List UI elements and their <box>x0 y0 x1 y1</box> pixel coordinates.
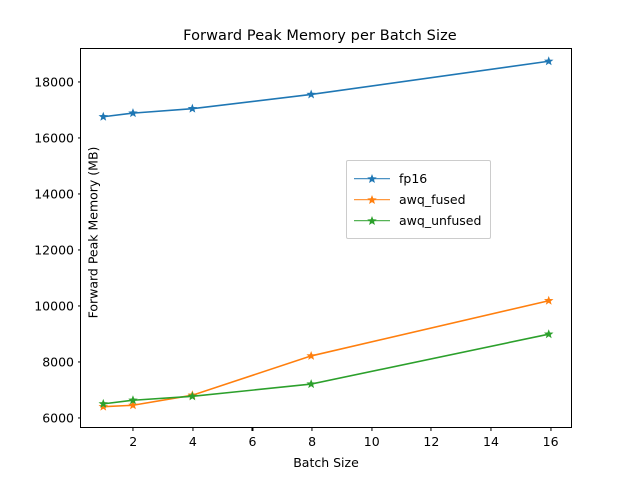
data-point-marker <box>543 295 554 305</box>
x-tick-label: 12 <box>423 434 440 449</box>
y-tick-label: 6000 <box>42 410 74 426</box>
data-point-marker <box>187 391 198 401</box>
y-tick-label: 12000 <box>34 242 74 258</box>
y-tick-mark <box>77 193 81 195</box>
x-tick-label: 2 <box>129 434 138 449</box>
legend-star-icon <box>367 215 377 225</box>
legend-item-fp16: fp16 <box>354 168 481 189</box>
legend-star-icon <box>367 173 377 183</box>
x-tick-mark <box>311 427 313 431</box>
series-lines <box>98 56 554 411</box>
data-point-marker <box>128 395 138 405</box>
data-point-marker <box>543 56 554 66</box>
x-tick-label: 14 <box>483 434 499 449</box>
data-point-marker <box>543 329 554 339</box>
x-tick-mark <box>192 427 194 431</box>
y-tick-mark <box>77 137 81 139</box>
x-tick-mark <box>132 427 134 431</box>
x-axis-label: Batch Size <box>293 455 359 470</box>
x-tick-label: 6 <box>248 434 257 449</box>
data-point-marker <box>306 350 316 360</box>
data-point-marker <box>128 108 138 118</box>
series-fp16 <box>98 56 554 121</box>
data-point-marker <box>306 379 316 389</box>
y-tick-label: 18000 <box>34 74 74 90</box>
legend-item-awq_unfused: awq_unfused <box>354 210 481 231</box>
y-tick-mark <box>77 81 81 83</box>
legend-swatch <box>354 215 390 227</box>
x-tick-label: 8 <box>308 434 317 449</box>
series-line <box>103 60 549 118</box>
legend-label: awq_unfused <box>399 213 482 228</box>
legend-swatch <box>354 194 390 206</box>
y-tick-mark <box>77 361 81 363</box>
legend-label: fp16 <box>399 171 428 186</box>
y-tick-label: 10000 <box>34 298 74 314</box>
x-tick-mark <box>371 427 373 431</box>
series-line <box>103 299 549 408</box>
x-tick-label: 10 <box>363 434 380 449</box>
y-tick-label: 16000 <box>34 130 74 146</box>
data-point-marker <box>98 401 109 411</box>
x-tick-mark <box>550 427 552 431</box>
chart-legend: fp16 awq_fused awq_unfused <box>346 160 492 239</box>
y-tick-mark <box>77 249 81 251</box>
chart-title: Forward Peak Memory per Batch Size <box>183 28 457 44</box>
y-tick-mark <box>77 417 81 419</box>
series-awq_unfused <box>98 329 554 408</box>
x-tick-mark <box>430 427 432 431</box>
legend-swatch <box>354 173 390 185</box>
legend-label: awq_fused <box>399 192 466 207</box>
data-point-marker <box>306 89 316 99</box>
x-tick-label: 4 <box>188 434 197 449</box>
x-tick-mark <box>490 427 492 431</box>
y-tick-mark <box>77 305 81 307</box>
y-tick-label: 8000 <box>42 354 74 370</box>
data-point-marker <box>128 400 138 410</box>
legend-item-awq_fused: awq_fused <box>354 189 481 210</box>
plot-area: Forward Peak Memory (MB) Batch Size 6000… <box>34 48 572 470</box>
data-point-marker <box>98 398 109 408</box>
data-point-marker <box>187 103 198 113</box>
series-line <box>103 333 549 405</box>
data-point-marker <box>98 111 109 121</box>
x-tick-label: 16 <box>542 434 559 449</box>
series-awq_fused <box>98 295 554 411</box>
legend-star-icon <box>367 194 377 204</box>
x-tick-mark <box>251 427 253 431</box>
y-tick-label: 14000 <box>34 186 74 202</box>
